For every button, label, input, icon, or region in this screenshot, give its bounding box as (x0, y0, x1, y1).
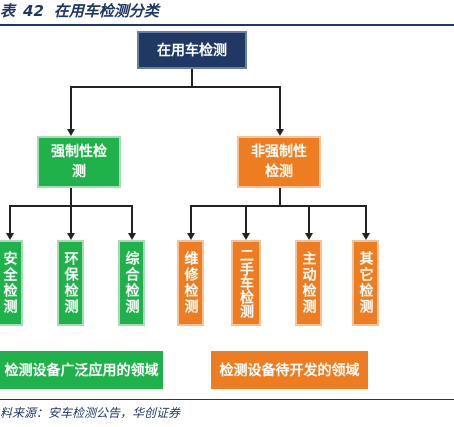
source-note: 料来源：安车检测公告，华创证券 (0, 406, 181, 420)
connector-right-drop (279, 86, 281, 129)
leaf-node-repair: 维修检测 (177, 240, 204, 326)
leaf-node-active: 主动检测 (295, 240, 322, 326)
leaf-node-safety: 安全检测 (0, 240, 23, 326)
leaf-node-other: 其它检测 (352, 240, 379, 326)
connector-left-child-1 (9, 205, 11, 233)
connector-right-children-horizontal (190, 205, 367, 207)
figure-title-number: 42 (23, 2, 44, 20)
leaf-node-environmental: 环保检测 (57, 240, 84, 326)
leaf-node-used-car: 二手车检测 (231, 240, 261, 326)
figure-title-label: 表 (0, 2, 16, 20)
leaf-node-comprehensive: 综合检测 (118, 240, 145, 326)
connector-right-child-3 (308, 205, 310, 233)
arrow-to-right-branch (276, 129, 284, 136)
branch-node-non-mandatory: 非强制性检测 (237, 136, 321, 188)
arrow-right-child-1 (187, 233, 195, 240)
connector-right-child-1 (190, 205, 192, 233)
arrow-right-child-4 (362, 233, 370, 240)
connector-left-branch-down (70, 188, 72, 205)
connector-left-drop (70, 86, 72, 129)
connector-left-child-2 (70, 205, 72, 233)
connector-right-branch-down (279, 188, 281, 205)
connector-right-child-4 (365, 205, 367, 233)
figure-title: 表 42 在用车检测分类 (0, 0, 159, 24)
arrow-left-child-3 (128, 233, 136, 240)
arrow-left-child-2 (67, 233, 75, 240)
root-node: 在用车检测 (137, 31, 247, 69)
branch-node-mandatory: 强制性检测 (37, 136, 121, 188)
arrow-left-child-1 (6, 233, 14, 240)
source-rule (0, 399, 454, 400)
connector-left-child-3 (131, 205, 133, 233)
banner-to-be-developed: 检测设备待开发的领域 (211, 351, 368, 389)
figure-title-text: 在用车检测分类 (53, 2, 159, 20)
connector-right-child-2 (245, 205, 247, 233)
connector-top-horizontal (70, 86, 281, 88)
arrow-to-left-branch (67, 129, 75, 136)
banner-widely-applied: 检测设备广泛应用的领域 (0, 351, 163, 389)
connector-root-down (191, 69, 193, 86)
arrow-right-child-3 (305, 233, 313, 240)
title-rule (0, 24, 454, 26)
arrow-right-child-2 (242, 233, 250, 240)
